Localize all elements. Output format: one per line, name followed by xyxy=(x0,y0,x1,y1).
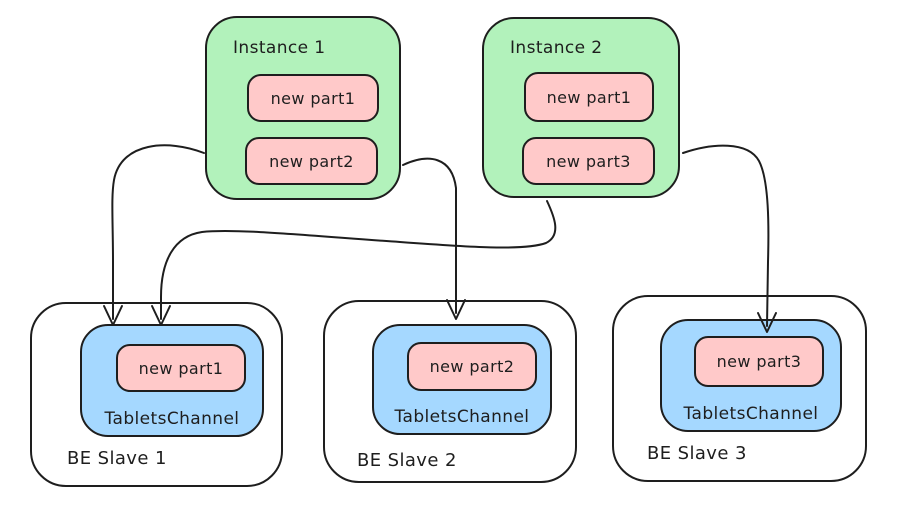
be-slave-1-channel-label: TabletsChannel xyxy=(104,409,240,429)
be-slave-3-part-box: new part3 xyxy=(694,336,824,387)
be-slave-1-part-box: new part1 xyxy=(116,344,246,392)
instance-1-part-1-label: new part1 xyxy=(270,88,356,108)
be-slave-2-label: BE Slave 2 xyxy=(357,450,457,471)
be-slave-1-part-label: new part1 xyxy=(138,358,224,378)
instance-2-part-1-box: new part1 xyxy=(524,72,654,122)
instance-1-part-1-box: new part1 xyxy=(247,74,379,122)
be-slave-1-label: BE Slave 1 xyxy=(67,448,167,469)
be-slave-2-channel-label: TabletsChannel xyxy=(394,407,530,427)
be-slave-2-tablets-channel-box: new part2 TabletsChannel xyxy=(372,324,552,435)
instance-1-box: Instance 1 new part1 new part2 xyxy=(205,16,401,200)
instance-2-label: Instance 2 xyxy=(510,38,603,58)
be-slave-3-channel-label: TabletsChannel xyxy=(683,404,819,424)
instance-1-part-2-box: new part2 xyxy=(245,137,378,185)
instance-1-part-2-label: new part2 xyxy=(269,151,354,171)
arrow-instance1-to-slave2 xyxy=(402,157,457,314)
be-slave-2-part-label: new part2 xyxy=(429,357,515,376)
be-slave-2-box: new part2 TabletsChannel BE Slave 2 xyxy=(323,300,577,483)
be-slave-2-part-box: new part2 xyxy=(407,342,537,391)
instance-1-label: Instance 1 xyxy=(233,38,326,58)
be-slave-3-label: BE Slave 3 xyxy=(647,443,747,464)
be-slave-1-tablets-channel-box: new part1 TabletsChannel xyxy=(80,324,264,437)
be-slave-3-part-label: new part3 xyxy=(716,352,802,371)
be-slave-3-tablets-channel-box: new part3 TabletsChannel xyxy=(660,319,842,432)
instance-2-part-1-label: new part1 xyxy=(546,87,632,107)
be-slave-1-box: new part1 TabletsChannel BE Slave 1 xyxy=(30,302,283,487)
arrow-instance1-to-slave1 xyxy=(111,144,205,320)
instance-2-part-2-box: new part3 xyxy=(522,137,655,185)
instance-2-box: Instance 2 new part1 new part3 xyxy=(482,17,680,198)
be-slave-3-box: new part3 TabletsChannel BE Slave 3 xyxy=(612,295,867,482)
instance-2-part-2-label: new part3 xyxy=(546,151,631,171)
